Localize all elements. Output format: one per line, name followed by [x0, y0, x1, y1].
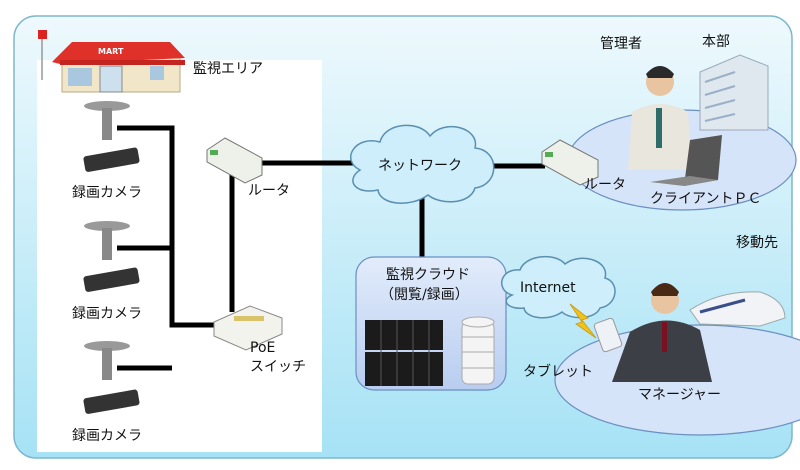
monitoring-cloud-subtitle: （閲覧/録画）	[380, 286, 469, 303]
bullet-train-icon	[689, 291, 786, 327]
lightning-icon	[569, 303, 597, 339]
laptop-icon	[650, 135, 722, 186]
monitoring-area-panel	[37, 60, 322, 452]
poe-switch-label-2: スイッチ	[250, 359, 306, 375]
storage-disk-icon	[461, 316, 495, 385]
administrator-person-icon	[628, 66, 692, 170]
client-pc-label: クライアントＰＣ	[650, 191, 761, 207]
manager-label: マネージャー	[638, 387, 721, 403]
camera-2-label: 録画カメラ	[72, 306, 142, 322]
monitoring-area-label: 監視エリア	[193, 60, 263, 77]
poe-switch-icon	[213, 305, 283, 351]
office-building-icon	[699, 54, 769, 131]
destination-label: 移動先	[736, 235, 778, 251]
internet-label: Internet	[520, 280, 576, 296]
network-cloud-icon	[350, 124, 495, 204]
poe-switch-label-1: PoE	[250, 340, 275, 356]
manager-person-icon	[612, 283, 712, 382]
camera-1-icon	[83, 101, 140, 172]
convenience-store-icon: MART	[52, 42, 185, 93]
monitoring-cloud-title: 監視クラウド	[386, 266, 470, 283]
camera-2-icon	[83, 221, 140, 292]
camera-1-label: 録画カメラ	[72, 185, 142, 201]
router-right-label: ルータ	[584, 177, 626, 193]
internet-cloud-icon	[501, 255, 616, 319]
router-left-icon	[206, 137, 263, 184]
store-sign: MART	[98, 47, 124, 56]
flag-icon	[38, 30, 47, 80]
headquarters-label: 本部	[702, 34, 730, 50]
tablet-icon	[593, 317, 623, 353]
server-rack-icon	[365, 320, 443, 386]
administrator-label: 管理者	[600, 36, 642, 52]
tablet-label: タブレット	[523, 363, 593, 380]
cables	[117, 125, 545, 371]
camera-3-label: 録画カメラ	[72, 428, 142, 444]
network-label: ネットワーク	[378, 158, 462, 174]
router-right-icon	[541, 139, 599, 186]
router-left-label: ルータ	[248, 183, 290, 199]
camera-3-icon	[83, 341, 140, 414]
